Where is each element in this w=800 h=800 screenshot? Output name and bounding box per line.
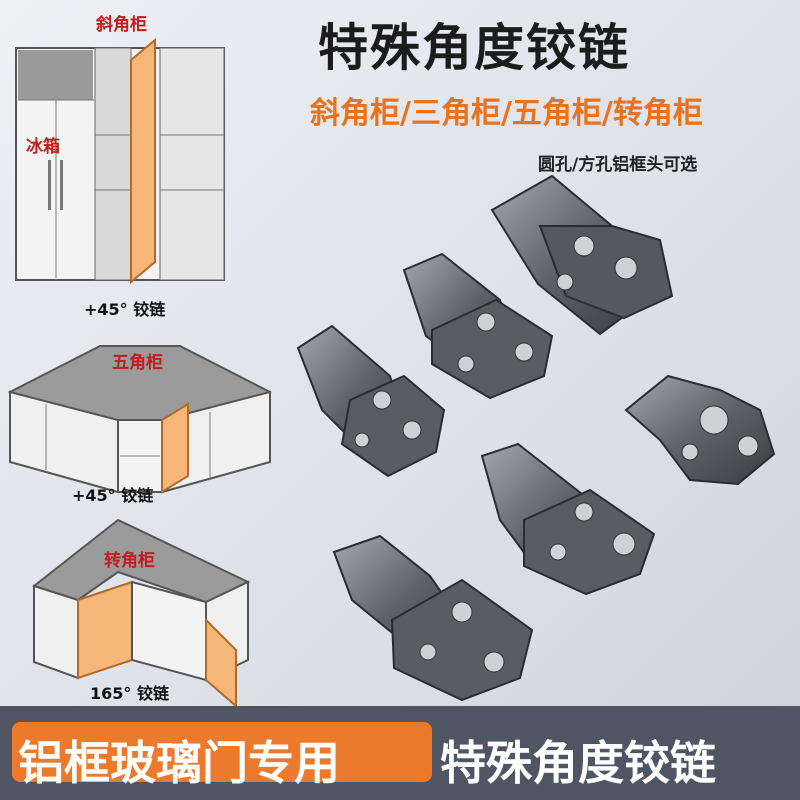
main-title: 特殊角度铰链: [318, 19, 630, 77]
wardrobe-mid-panel: [94, 47, 132, 281]
pentagon-cabinet-label: 五角柜: [112, 353, 163, 373]
banner-left-text: 铝框玻璃门专用: [18, 736, 340, 790]
wardrobe-right: [159, 47, 225, 281]
bevel-cabinet-label: 斜角柜: [96, 15, 147, 35]
fridge-label: 冰箱: [26, 137, 60, 157]
corner-hinge-label: 165° 铰链: [90, 684, 169, 703]
pentagon-cabinet-diagram: [7, 345, 272, 494]
option-note: 圆孔/方孔铝框头可选: [538, 155, 698, 175]
wardrobe-top-left: [18, 50, 93, 100]
hinge-6: [332, 534, 534, 702]
hinge-5: [480, 442, 656, 596]
subtitle: 斜角柜/三角柜/五角柜/转角柜: [310, 96, 703, 131]
banner-highlight: [12, 722, 432, 782]
pentagon-door: [161, 402, 189, 494]
hinge-2: [402, 252, 554, 400]
pentagon-hinge-label: +45° 铰链: [72, 486, 154, 505]
bevel-hinge-label: +45° 铰链: [84, 300, 166, 319]
corner-cabinet-label: 转角柜: [104, 551, 155, 571]
hinge-1: [490, 174, 674, 336]
banner-right-text: 特殊角度铰链: [440, 736, 716, 790]
corner-cabinet-diagram: [31, 518, 251, 709]
hinge-4: [624, 374, 776, 486]
bevel-door: [130, 37, 156, 285]
bevel-cabinet-diagram: [15, 37, 225, 285]
hinge-3: [296, 324, 446, 478]
